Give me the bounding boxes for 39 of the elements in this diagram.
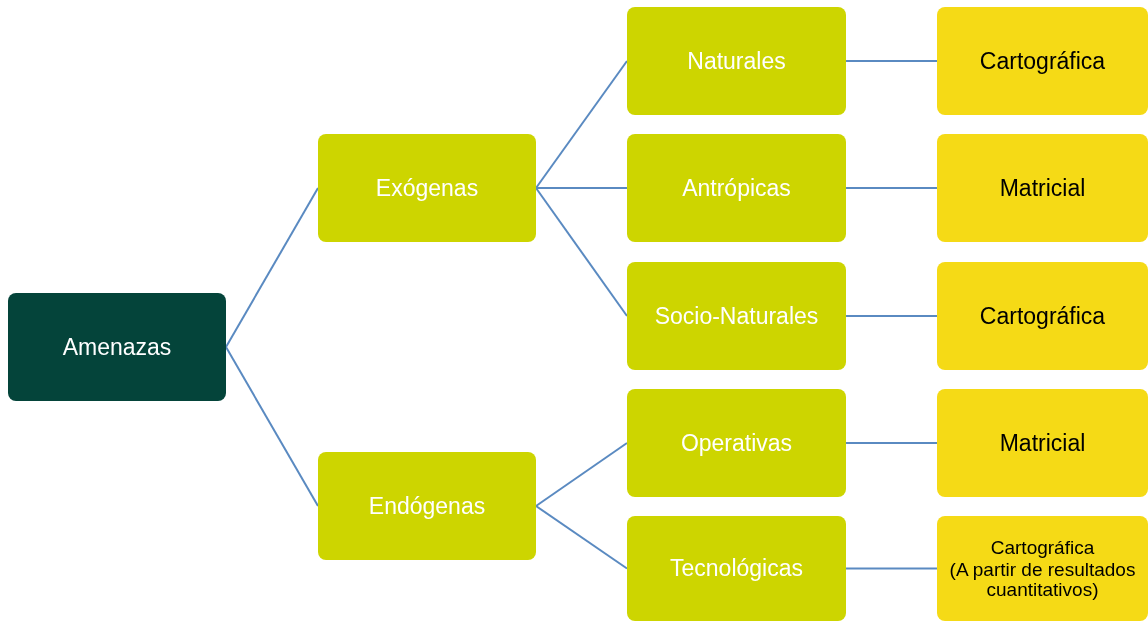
box-label: Socio-Naturales bbox=[654, 301, 819, 331]
method-box bbox=[937, 134, 1148, 242]
box-label: Cartográfica bbox=[990, 537, 1095, 558]
connector-line bbox=[845, 315, 938, 317]
connector-line bbox=[225, 346, 319, 507]
category-box bbox=[318, 452, 536, 560]
method-box bbox=[937, 7, 1148, 115]
category-box bbox=[627, 134, 846, 242]
box-label: Cartográfica bbox=[979, 46, 1106, 76]
connector-line bbox=[845, 567, 938, 570]
box-label: Exógenas bbox=[375, 173, 479, 203]
connector-line bbox=[535, 187, 628, 317]
connector-line bbox=[845, 60, 938, 62]
category-box bbox=[627, 516, 846, 621]
connector-line bbox=[535, 60, 628, 189]
box-label: Cartográfica bbox=[979, 301, 1106, 331]
root-box bbox=[8, 293, 226, 401]
connector-line bbox=[225, 187, 319, 348]
category-box bbox=[318, 134, 536, 242]
category-box bbox=[627, 389, 846, 497]
box-label: Amenazas bbox=[62, 332, 172, 362]
category-box bbox=[627, 7, 846, 115]
connector-line bbox=[535, 505, 628, 570]
box-label: Endógenas bbox=[368, 491, 486, 521]
method-box bbox=[937, 389, 1148, 497]
box-label: Antrópicas bbox=[682, 173, 791, 203]
box-label: Matricial bbox=[999, 173, 1086, 203]
connector-line bbox=[535, 187, 628, 189]
box-label: Matricial bbox=[999, 428, 1086, 458]
box-label: Naturales bbox=[687, 46, 786, 76]
box-label: (A partir de resultados cuantitativos) bbox=[948, 559, 1137, 600]
category-box bbox=[627, 262, 846, 370]
connector-line bbox=[535, 442, 628, 507]
method-box bbox=[937, 516, 1148, 621]
box-label: Tecnológicas bbox=[670, 554, 803, 584]
connector-line bbox=[845, 187, 938, 189]
method-box bbox=[937, 262, 1148, 370]
connector-line bbox=[845, 442, 938, 444]
box-label: Operativas bbox=[680, 428, 793, 458]
